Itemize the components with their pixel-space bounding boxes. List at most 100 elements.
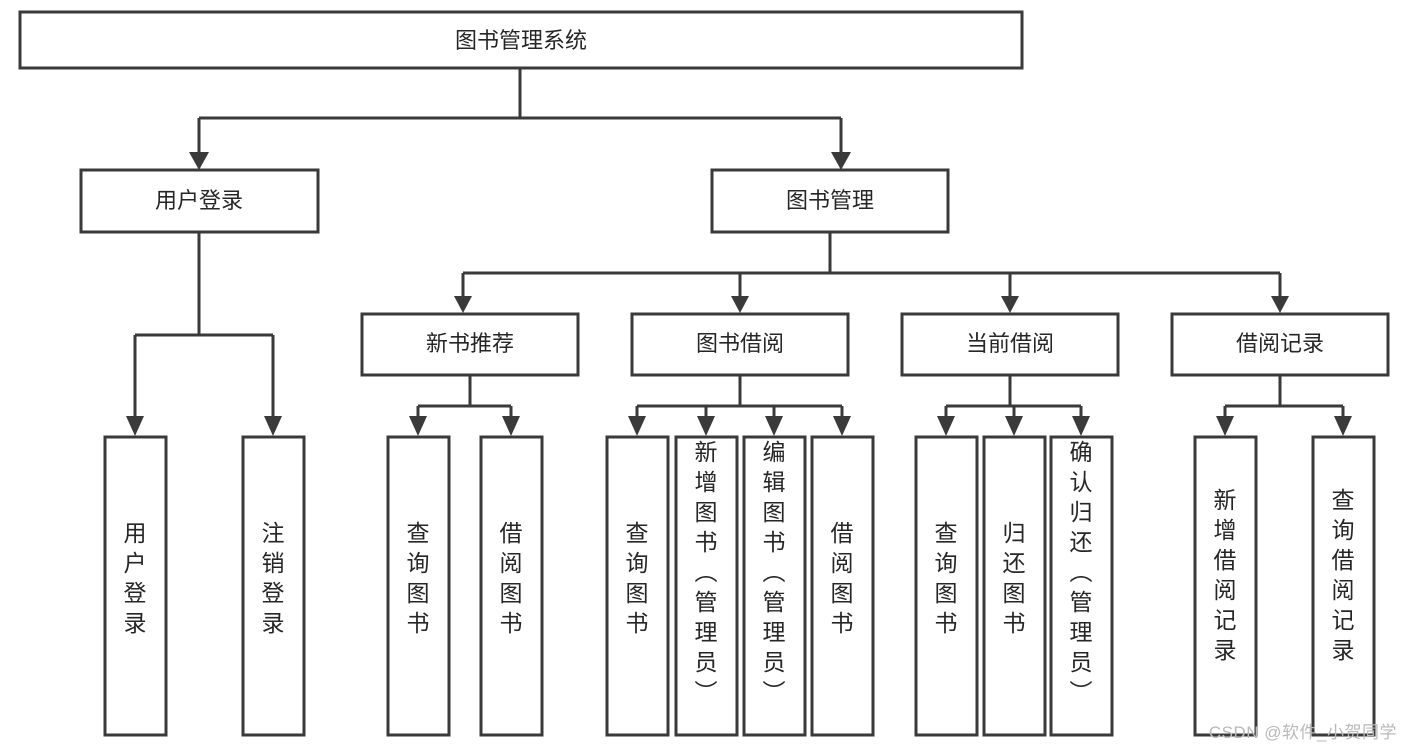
arrow-leaf-query-record bbox=[1334, 416, 1352, 436]
vertical-glyph: 询 bbox=[1332, 517, 1355, 543]
vertical-glyph: 查 bbox=[626, 520, 649, 546]
leaf-add-record-box[interactable] bbox=[1193, 435, 1258, 737]
arrow-leaf-query-book-3 bbox=[937, 416, 955, 436]
vertical-glyph: 编 bbox=[763, 439, 786, 465]
leaf-borrow-book-1-box[interactable] bbox=[479, 435, 544, 737]
leaf-borrow-book-2-box[interactable] bbox=[810, 435, 875, 737]
arrow-leaf-query-book-2 bbox=[628, 416, 646, 436]
node-root-box[interactable] bbox=[18, 10, 1024, 70]
vertical-glyph: 书 bbox=[831, 610, 854, 636]
leaf-user-login-box[interactable] bbox=[103, 435, 168, 737]
vertical-glyph: 增 bbox=[1214, 517, 1237, 543]
vertical-glyph: 理 bbox=[695, 619, 718, 645]
node-root-label: 图书管理系统 bbox=[455, 28, 587, 53]
node-user-login-box[interactable] bbox=[79, 168, 320, 234]
vertical-glyph: 借 bbox=[831, 520, 854, 546]
arrow-leaf-edit-book bbox=[765, 416, 783, 436]
leaf-layer bbox=[103, 435, 1376, 737]
vertical-glyph: 图 bbox=[831, 580, 854, 606]
leaf-query-book-2-box[interactable] bbox=[605, 435, 670, 737]
vertical-glyph: 登 bbox=[124, 580, 147, 606]
arrow-leaf-query-book-1 bbox=[409, 416, 427, 436]
vertical-glyph: 阅 bbox=[1214, 577, 1237, 603]
node-new-book-recommend[interactable]: 新书推荐 bbox=[360, 312, 580, 377]
vertical-glyph: 阅 bbox=[1332, 577, 1355, 603]
vertical-glyph: 图 bbox=[935, 580, 958, 606]
node-root[interactable]: 图书管理系统 bbox=[18, 10, 1024, 70]
node-borrow-record[interactable]: 借阅记录 bbox=[1170, 312, 1390, 377]
vertical-glyph: 录 bbox=[1214, 637, 1237, 663]
vertical-glyph: 图 bbox=[763, 499, 786, 525]
node-user-login[interactable]: 用户登录 bbox=[79, 168, 320, 234]
node-current-borrow-box[interactable] bbox=[900, 312, 1120, 377]
leaf-edit-book-box[interactable] bbox=[742, 435, 807, 737]
vertical-glyph: 用 bbox=[124, 520, 147, 546]
vertical-glyph: 查 bbox=[935, 520, 958, 546]
arrow-leaf-add-record bbox=[1216, 416, 1234, 436]
vertical-glyph: 员 bbox=[695, 649, 718, 675]
vertical-glyph: 录 bbox=[1332, 637, 1355, 663]
vertical-glyph: 销 bbox=[262, 550, 285, 576]
vertical-glyph: 书 bbox=[1003, 610, 1026, 636]
node-current-borrow-label: 当前借阅 bbox=[966, 331, 1054, 356]
vertical-glyph: 确 bbox=[1070, 439, 1093, 465]
node-book-borrow[interactable]: 图书借阅 bbox=[630, 312, 850, 377]
leaf-query-book-3-box[interactable] bbox=[914, 435, 979, 737]
leaf-query-record-box[interactable] bbox=[1311, 435, 1376, 737]
node-book-manage[interactable]: 图书管理 bbox=[710, 168, 950, 234]
vertical-glyph: 图 bbox=[500, 580, 523, 606]
vertical-glyph: ︶ bbox=[695, 679, 718, 705]
vertical-glyph: 录 bbox=[124, 610, 147, 636]
leaf-confirm-return-box[interactable] bbox=[1049, 435, 1114, 737]
vertical-glyph: 阅 bbox=[500, 550, 523, 576]
vertical-glyph: 登 bbox=[262, 580, 285, 606]
vertical-glyph: 认 bbox=[1070, 469, 1093, 495]
arrow-to-current-borrow bbox=[1001, 296, 1019, 313]
vertical-glyph: 书 bbox=[407, 610, 430, 636]
vertical-glyph: ︶ bbox=[1070, 679, 1093, 705]
vertical-glyph: 辑 bbox=[763, 469, 786, 495]
arrow-to-borrow-record bbox=[1271, 296, 1289, 313]
vertical-glyph: 录 bbox=[262, 610, 285, 636]
vertical-glyph: 理 bbox=[763, 619, 786, 645]
node-current-borrow[interactable]: 当前借阅 bbox=[900, 312, 1120, 377]
node-new-book-recommend-box[interactable] bbox=[360, 312, 580, 377]
vertical-glyph: 图 bbox=[626, 580, 649, 606]
vertical-glyph: 新 bbox=[695, 439, 718, 465]
vertical-glyph: 还 bbox=[1070, 529, 1093, 555]
vertical-glyph: 书 bbox=[763, 529, 786, 555]
leaf-add-book-box[interactable] bbox=[674, 435, 739, 737]
leaf-user-logout-box[interactable] bbox=[241, 435, 306, 737]
vertical-glyph: 借 bbox=[1332, 547, 1355, 573]
vertical-glyph: 户 bbox=[124, 550, 147, 576]
node-book-manage-box[interactable] bbox=[710, 168, 950, 234]
vertical-glyph: 书 bbox=[935, 610, 958, 636]
vertical-glyph: 理 bbox=[1070, 619, 1093, 645]
node-borrow-record-box[interactable] bbox=[1170, 312, 1390, 377]
connector-layer bbox=[126, 68, 1352, 436]
node-book-borrow-label: 图书借阅 bbox=[696, 331, 784, 356]
vertical-glyph: 图 bbox=[695, 499, 718, 525]
vertical-glyph: 查 bbox=[1332, 487, 1355, 513]
node-book-borrow-box[interactable] bbox=[630, 312, 850, 377]
vertical-glyph: ︶ bbox=[763, 679, 786, 705]
leaf-return-book-box[interactable] bbox=[982, 435, 1047, 737]
node-user-login-label: 用户登录 bbox=[155, 188, 243, 213]
arrow-to-book-borrow bbox=[731, 296, 749, 313]
vertical-glyph: 询 bbox=[407, 550, 430, 576]
arrow-to-book-manage bbox=[831, 152, 851, 170]
arrow-leaf-user-login bbox=[126, 416, 144, 436]
leaf-query-book-1-box[interactable] bbox=[386, 435, 451, 737]
arrow-leaf-return-book bbox=[1005, 416, 1023, 436]
vertical-glyph: 书 bbox=[500, 610, 523, 636]
vertical-glyph: 管 bbox=[763, 589, 786, 615]
